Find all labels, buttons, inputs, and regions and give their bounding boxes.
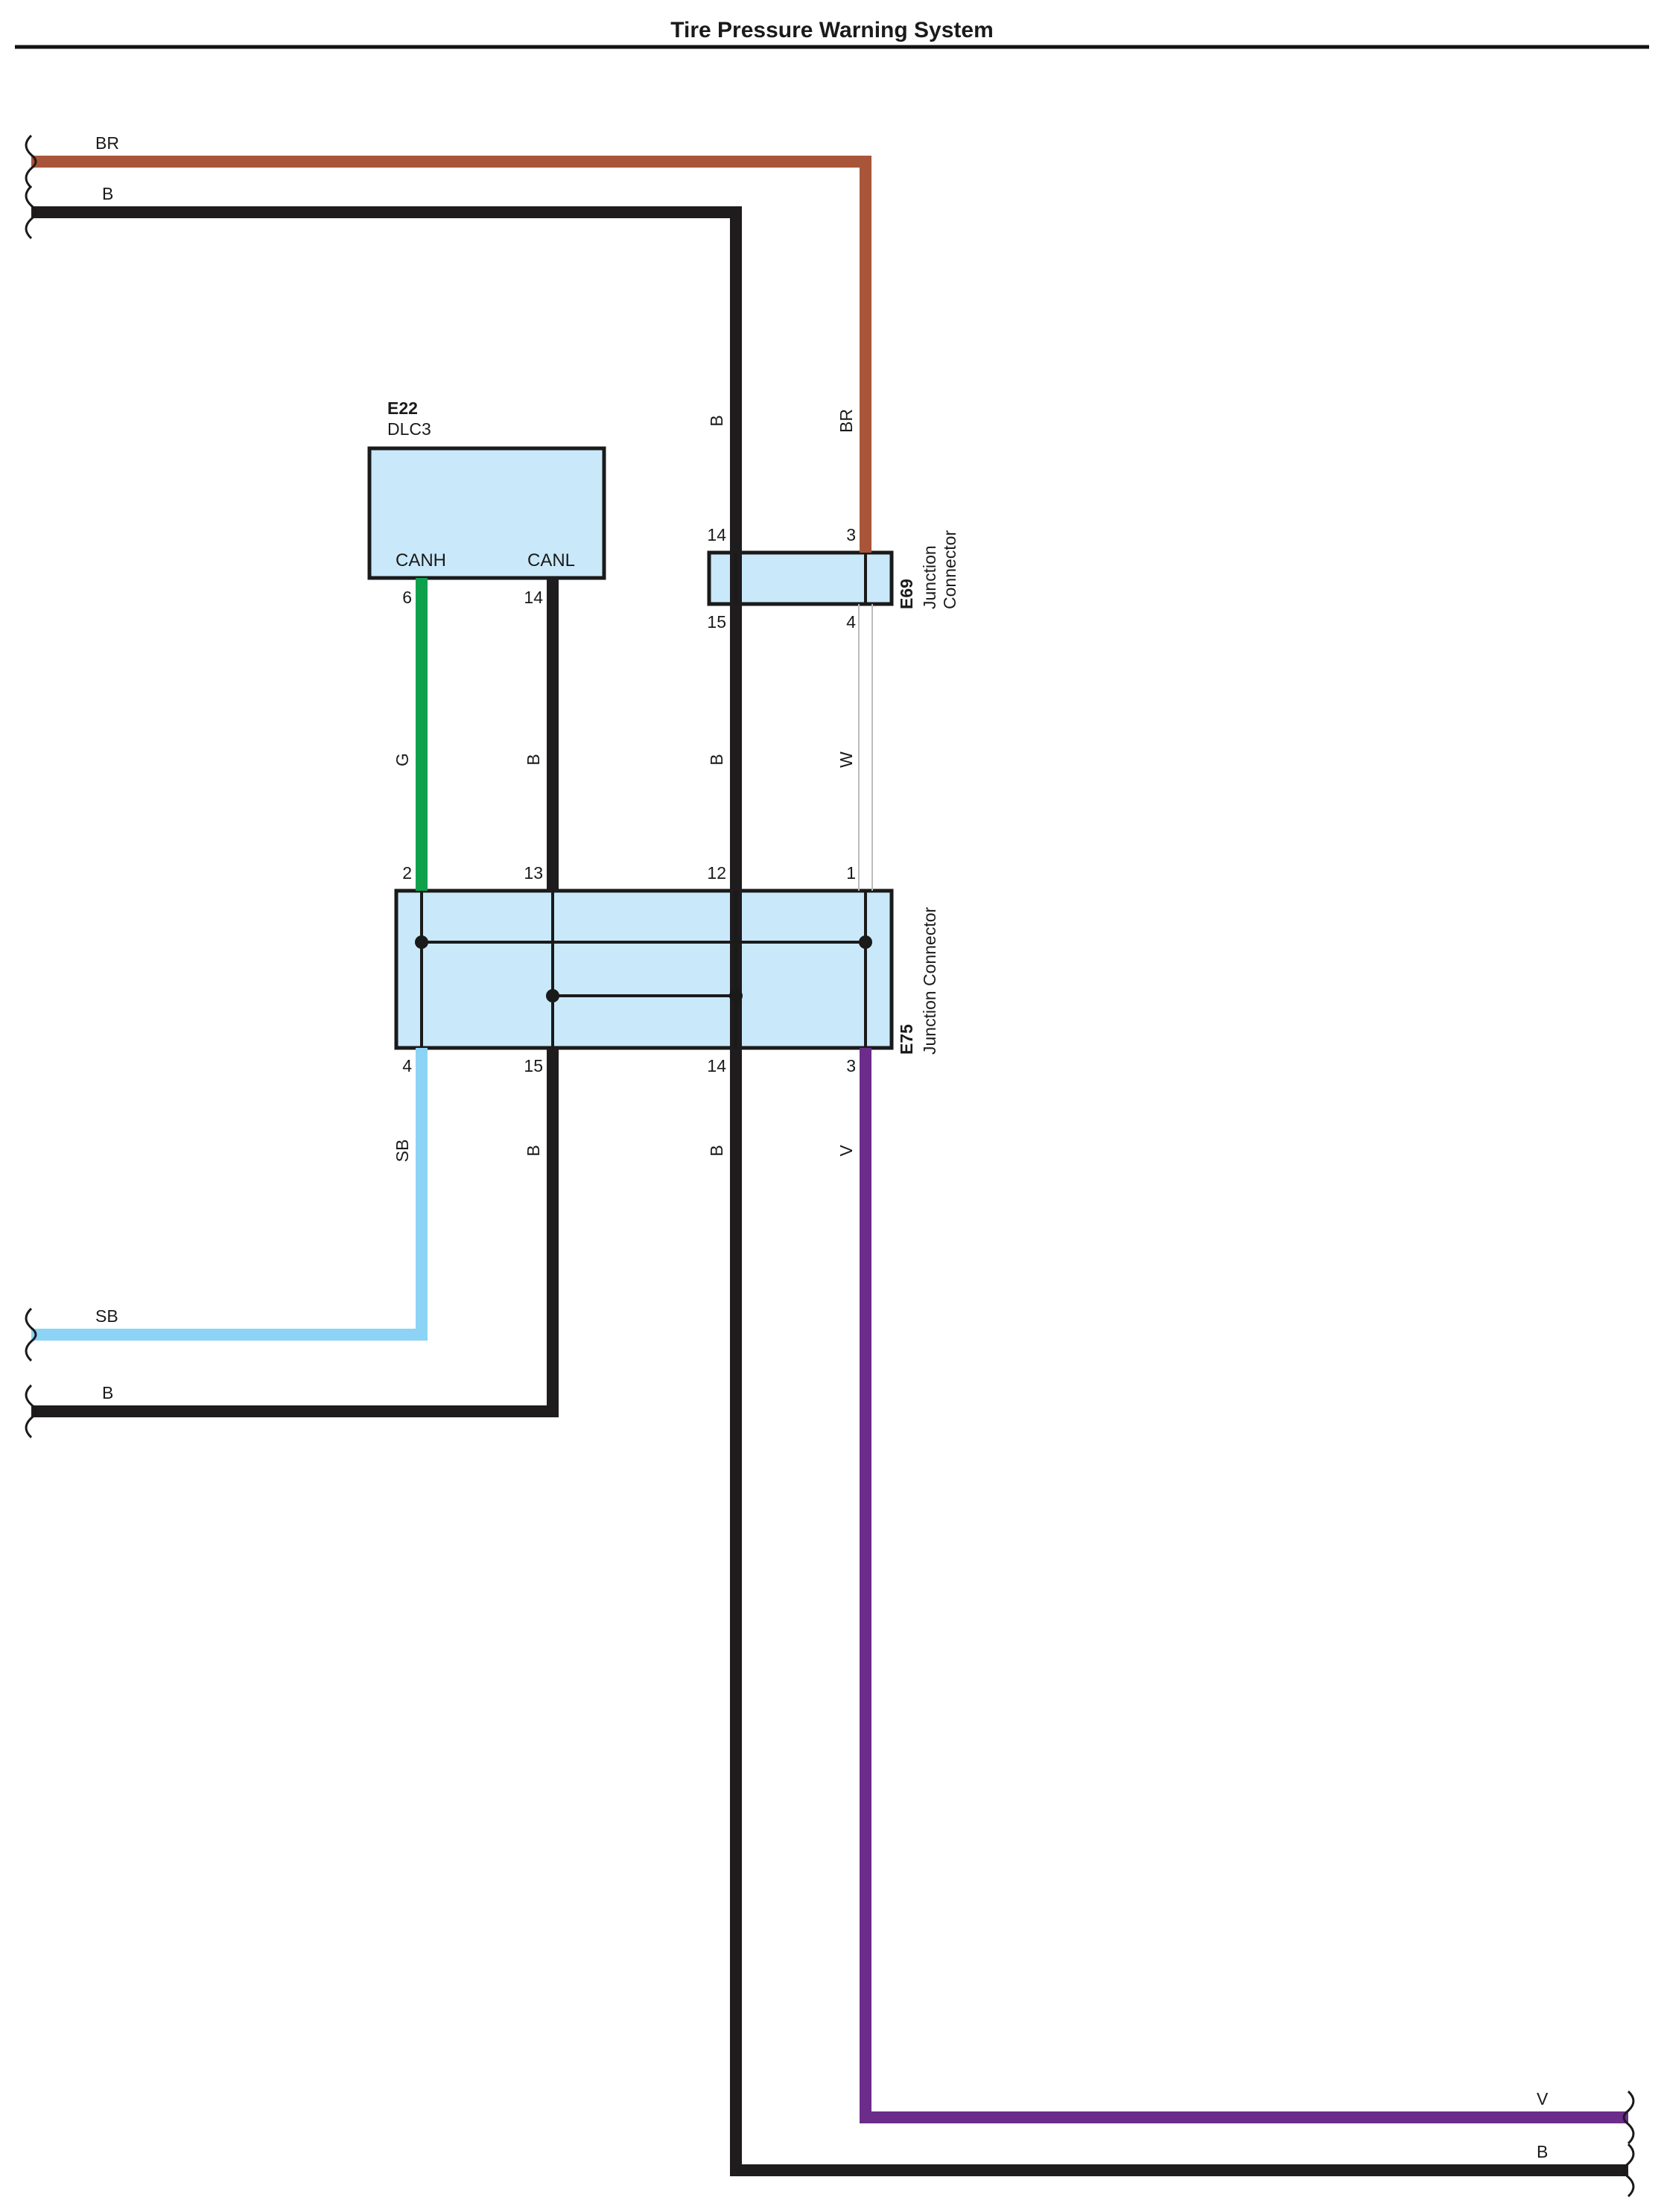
e75-pin-bottom: 15: [524, 1056, 543, 1075]
connector-e75: [394, 889, 894, 1050]
wire-label-sb-vertical: SB: [393, 1140, 412, 1163]
wire-label-b-top: B: [102, 184, 113, 203]
e75-name: Junction Connector: [920, 906, 939, 1055]
wire-label-w: W: [836, 751, 856, 768]
e75-pin-bottom: 4: [402, 1056, 412, 1075]
e75-splice-dot: [415, 935, 428, 949]
wire-b-main: [31, 206, 1628, 2176]
e22-signal-canl: CANL: [527, 550, 575, 571]
e22-pin-canh: 6: [402, 588, 412, 607]
wire-b-left: [31, 1048, 559, 1417]
wire-sb: [31, 1048, 428, 1341]
wire-label-b-e75-14: B: [707, 1145, 726, 1156]
wire-break-left-sb: [25, 1307, 37, 1362]
e69-pin-bottom-left: 15: [707, 612, 726, 632]
wire-label-g: G: [393, 753, 412, 766]
wire-break-left-b2: [25, 1384, 37, 1439]
wire-label-br-top: BR: [95, 133, 119, 153]
e69-name-line1: Junction: [920, 545, 939, 609]
e69-pin-top-left: 14: [707, 525, 726, 544]
e69-name-line2: Connector: [940, 530, 959, 609]
wire-break-left-b: [25, 185, 37, 240]
e75-splice-dot: [546, 989, 559, 1002]
e69-pin-top-right: 3: [846, 525, 856, 544]
e75-pin-top: 13: [524, 863, 543, 883]
wire-label-b-canl: B: [524, 754, 543, 765]
e22-signal-canh: CANH: [396, 550, 446, 571]
wire-label-b-e75-15: B: [524, 1145, 543, 1156]
wire-br-top: [31, 156, 871, 553]
e75-pin-top: 12: [707, 863, 726, 883]
wire-break-left-br: [25, 134, 37, 189]
wire-break-right-b: [1622, 2143, 1635, 2198]
e75-splice-dot: [859, 935, 872, 949]
e75-id: E75: [897, 1024, 916, 1055]
wire-v: [860, 1048, 1628, 2123]
e69-id: E69: [897, 579, 916, 609]
wire-label-b-right: B: [1537, 2142, 1548, 2161]
wire-label-b-vertical-top: B: [707, 415, 726, 426]
wire-label-br-vertical-top: BR: [836, 409, 856, 433]
wire-label-b-e69: B: [707, 754, 726, 765]
wire-label-v-vertical: V: [836, 1145, 856, 1157]
connector-e22-dlc3: [367, 446, 606, 580]
wire-label-v-right: V: [1537, 2089, 1549, 2108]
e22-pin-canl: 14: [524, 588, 543, 607]
e75-pin-top: 1: [846, 863, 856, 883]
e22-id: E22: [387, 398, 418, 418]
e75-pin-top: 2: [402, 863, 412, 883]
wire-break-right-v: [1622, 2090, 1635, 2145]
e75-pin-bottom: 14: [707, 1056, 726, 1075]
e22-name: DLC3: [387, 419, 431, 439]
diagram-title: Tire Pressure Warning System: [670, 18, 994, 42]
e75-splice-dot: [729, 989, 743, 1002]
wire-label-sb-left: SB: [95, 1306, 118, 1326]
e75-pin-bottom: 3: [846, 1056, 856, 1075]
e69-pin-bottom-right: 4: [846, 612, 856, 632]
wire-label-b-left: B: [102, 1383, 113, 1402]
